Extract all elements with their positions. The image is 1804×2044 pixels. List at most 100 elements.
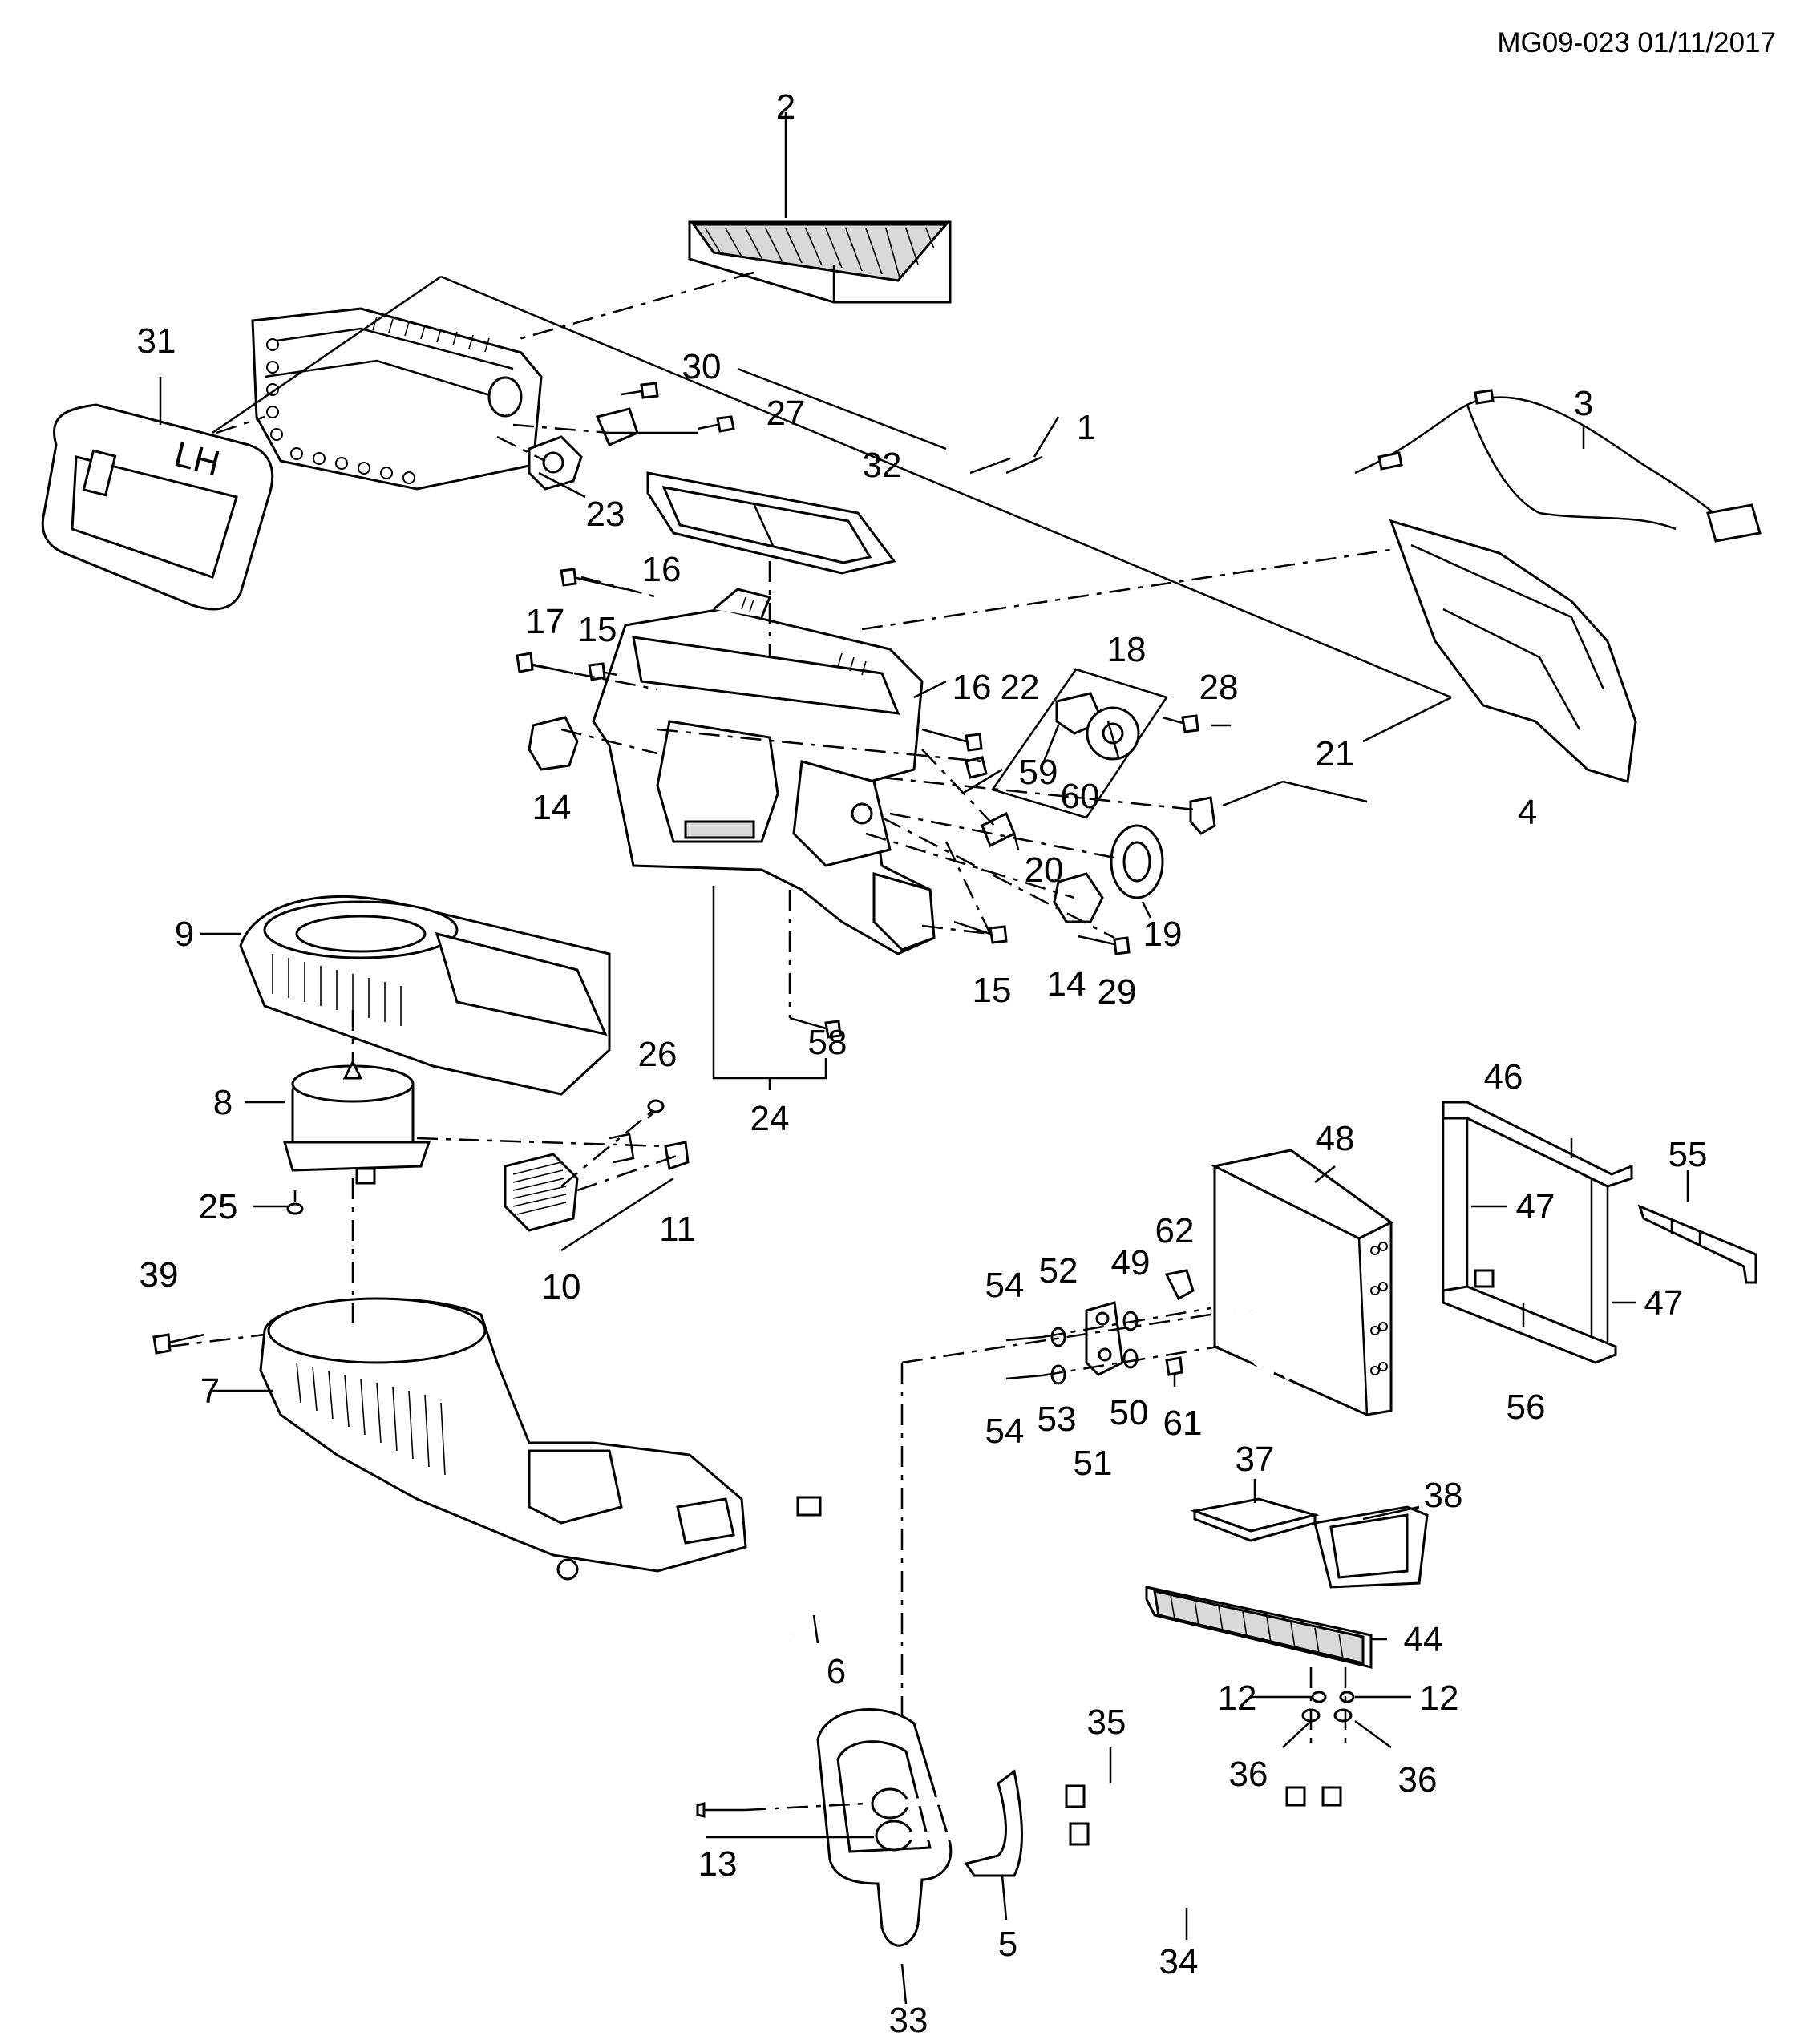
callout-39: 39 [140, 1255, 179, 1295]
callout-62: 62 [1155, 1211, 1195, 1250]
screw-58 [789, 1016, 842, 1039]
screw-16-right [921, 728, 983, 752]
callout-56: 56 [1507, 1388, 1546, 1427]
blower-upper-case [239, 895, 611, 1096]
bracket-55 [1637, 1204, 1757, 1284]
callout-36b: 36 [1398, 1760, 1438, 1800]
recirculation-actuator [528, 407, 639, 491]
callout-10: 10 [542, 1267, 581, 1307]
seal-ring-53 [1050, 1364, 1066, 1385]
callout-12b: 12 [1420, 1678, 1459, 1718]
oring-12-right [1339, 1691, 1355, 1703]
outer-air-inlet-housing-lh: LH [41, 403, 274, 611]
callout-22: 22 [1001, 668, 1040, 707]
heater-seal-37 [1190, 1497, 1320, 1542]
leader-lines [159, 112, 1689, 2005]
oring-12-left [1311, 1691, 1327, 1703]
callout-15b: 15 [973, 971, 1012, 1010]
pipe-bracket-5 [964, 1769, 1023, 1877]
cabin-air-filter [688, 220, 952, 304]
dash-dot-lines [168, 271, 1396, 1812]
callout-47a: 47 [1516, 1187, 1555, 1226]
seal-ring-52 [1050, 1327, 1066, 1347]
screw-30 [621, 382, 659, 399]
blower-motor [283, 1059, 431, 1185]
callout-9: 9 [175, 915, 194, 954]
screw-39 [152, 1333, 205, 1355]
callout-37: 37 [1236, 1440, 1275, 1479]
callout-35: 35 [1087, 1703, 1126, 1742]
document-reference: MG09-023 01/11/2017 [1497, 27, 1776, 59]
clamp-36-right [1333, 1708, 1353, 1723]
bolt-54-upper [1005, 1335, 1043, 1342]
callout-34: 34 [1159, 1942, 1199, 1981]
air-distribution-duct-lh [1389, 519, 1637, 783]
seal-ring-50 [1122, 1348, 1139, 1369]
callout-51: 51 [1074, 1444, 1113, 1483]
callout-8: 8 [213, 1083, 233, 1122]
callout-50: 50 [1110, 1393, 1149, 1432]
connector-11 [609, 1133, 690, 1170]
callout-32: 32 [863, 446, 902, 485]
screw-27 [697, 415, 735, 433]
callout-36a: 36 [1229, 1755, 1268, 1794]
screw-15-upper [588, 662, 618, 681]
gear-19 [1110, 824, 1164, 899]
callout-numbers: 2 31 30 27 1 3 32 23 16 17 15 18 16 22 2… [137, 87, 1708, 2040]
blower-lower-case [259, 1297, 747, 1581]
callout-58: 58 [808, 1023, 847, 1062]
callout-13: 13 [698, 1844, 738, 1884]
screw-17 [516, 652, 574, 675]
callout-55: 55 [1668, 1135, 1708, 1174]
screw-28 [1162, 714, 1199, 733]
heater-pipes-34 [897, 1731, 1347, 1917]
clip-62 [1164, 1269, 1195, 1301]
drain-hose [749, 1496, 881, 1637]
clip-14-right [1053, 872, 1104, 923]
wiring-harness [1354, 389, 1762, 543]
callout-2: 2 [776, 87, 795, 127]
dash-seal-33 [816, 1708, 953, 1947]
callout-16a: 16 [642, 550, 682, 589]
callout-11: 11 [659, 1210, 696, 1249]
callout-23: 23 [586, 495, 625, 534]
callout-28: 28 [1199, 668, 1239, 707]
callout-12a: 12 [1218, 1678, 1257, 1718]
callout-6: 6 [827, 1652, 846, 1691]
screw-26 [647, 1099, 665, 1119]
callout-14b: 14 [1047, 964, 1086, 1004]
callout-33: 33 [889, 2001, 928, 2040]
callout-31: 31 [137, 321, 176, 361]
callout-49: 49 [1111, 1243, 1151, 1283]
screw-15-lower [953, 920, 1008, 944]
screw-25 [286, 1190, 304, 1215]
callout-26: 26 [638, 1035, 678, 1074]
callout-44: 44 [1404, 1620, 1443, 1659]
callout-5: 5 [998, 1925, 1017, 1964]
callout-19: 19 [1143, 915, 1183, 954]
callout-59: 59 [1019, 753, 1058, 792]
expansion-valve-block [1085, 1301, 1124, 1376]
callout-47b: 47 [1644, 1283, 1684, 1323]
callout-27: 27 [766, 394, 806, 433]
callout-17: 17 [526, 602, 565, 641]
callout-18: 18 [1107, 630, 1147, 669]
screw-29 [1078, 935, 1131, 955]
main-hvac-case [592, 588, 936, 955]
callout-30: 30 [682, 347, 722, 386]
callout-53: 53 [1038, 1400, 1077, 1439]
pipe-plug-61 [1165, 1356, 1183, 1387]
screw-16-upper [560, 568, 626, 591]
callout-54a: 54 [985, 1266, 1025, 1305]
bolt-54-lower [1005, 1374, 1043, 1380]
evaporator-frame [1442, 1101, 1633, 1364]
clip-22 [965, 756, 988, 779]
callout-29: 29 [1098, 972, 1137, 1012]
callout-7: 7 [200, 1371, 220, 1411]
screw-13 [696, 1802, 746, 1818]
callout-25: 25 [199, 1187, 238, 1226]
callout-54b: 54 [985, 1412, 1025, 1451]
actuator-kit-18 [990, 668, 1168, 819]
callout-38: 38 [1424, 1476, 1463, 1515]
